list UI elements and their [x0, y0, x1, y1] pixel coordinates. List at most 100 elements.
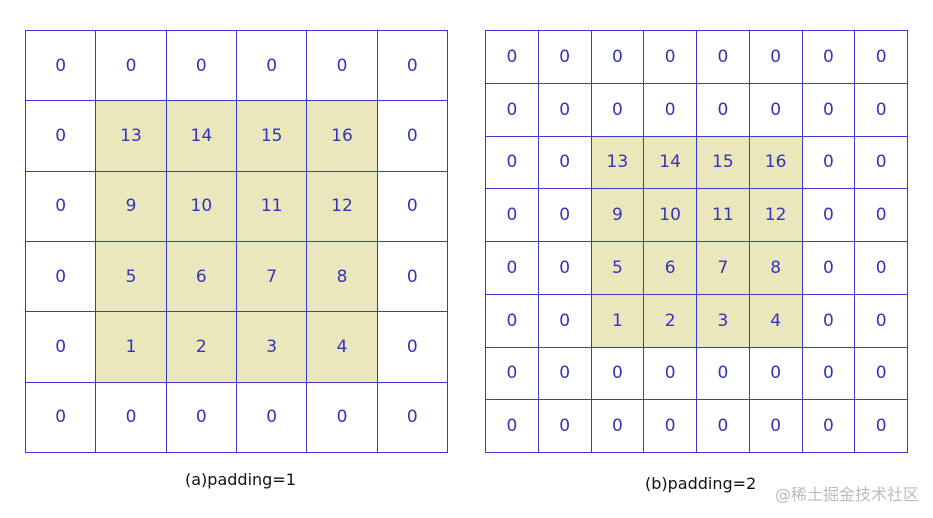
padding-cell: 0: [237, 382, 308, 453]
padding-cell: 0: [377, 171, 448, 242]
padding-cell: 0: [802, 347, 856, 401]
input-cell: 13: [96, 101, 167, 172]
padding-cell: 0: [377, 101, 448, 172]
padding-cell: 0: [486, 83, 539, 137]
padding-cell: 0: [486, 347, 539, 401]
padding-cell: 0: [486, 242, 539, 295]
padding-cell: 0: [697, 31, 750, 84]
padding-cell: 0: [749, 83, 803, 137]
padding-cell: 0: [591, 31, 645, 84]
padding-cell: 0: [591, 400, 645, 453]
input-cell: 3: [697, 294, 750, 348]
input-cell: 12: [749, 189, 803, 242]
padding-cell: 0: [802, 83, 856, 137]
padding-cell: 0: [855, 189, 908, 242]
input-cell: 15: [697, 136, 750, 190]
padding-cell: 0: [486, 294, 539, 348]
padding-cell: 0: [377, 31, 448, 102]
input-cell: 1: [96, 312, 167, 383]
padding-cell: 0: [307, 382, 378, 453]
input-cell: 15: [237, 101, 308, 172]
padding-cell: 0: [26, 101, 97, 172]
padding-cell: 0: [749, 347, 803, 401]
padding-cell: 0: [644, 347, 697, 401]
padding-cell: 0: [486, 136, 539, 190]
input-cell: 6: [644, 242, 697, 295]
input-cell: 11: [697, 189, 750, 242]
padding-cell: 0: [538, 294, 592, 348]
input-cell: 13: [591, 136, 645, 190]
padding-cell: 0: [26, 382, 97, 453]
padding-cell: 0: [855, 83, 908, 137]
padding-cell: 0: [855, 242, 908, 295]
input-cell: 5: [96, 242, 167, 313]
padding-cell: 0: [591, 347, 645, 401]
input-cell: 4: [307, 312, 378, 383]
padding-cell: 0: [802, 242, 856, 295]
padding-cell: 0: [855, 347, 908, 401]
padding-cell: 0: [802, 189, 856, 242]
input-cell: 5: [591, 242, 645, 295]
padding-cell: 0: [802, 294, 856, 348]
input-cell: 6: [166, 242, 237, 313]
caption-padding-2: (b)padding=2: [645, 474, 757, 493]
padding-cell: 0: [855, 136, 908, 190]
padding-cell: 0: [486, 31, 539, 84]
padding-cell: 0: [855, 31, 908, 84]
padding-cell: 0: [26, 312, 97, 383]
padding-cell: 0: [644, 400, 697, 453]
padding-cell: 0: [538, 83, 592, 137]
padding-cell: 0: [538, 347, 592, 401]
padding-cell: 0: [749, 400, 803, 453]
padding-cell: 0: [855, 294, 908, 348]
padding-cell: 0: [855, 400, 908, 453]
padding-cell: 0: [538, 400, 592, 453]
input-cell: 14: [644, 136, 697, 190]
input-cell: 16: [307, 101, 378, 172]
padding-cell: 0: [26, 31, 97, 102]
input-cell: 8: [749, 242, 803, 295]
input-cell: 3: [237, 312, 308, 383]
padding-cell: 0: [538, 136, 592, 190]
padding-cell: 0: [26, 171, 97, 242]
padding-cell: 0: [26, 242, 97, 313]
input-cell: 9: [591, 189, 645, 242]
padding-cell: 0: [166, 382, 237, 453]
padding-cell: 0: [377, 312, 448, 383]
input-cell: 16: [749, 136, 803, 190]
input-cell: 2: [166, 312, 237, 383]
input-cell: 4: [749, 294, 803, 348]
watermark: @稀土掘金技术社区: [774, 485, 919, 504]
input-cell: 11: [237, 171, 308, 242]
input-cell: 9: [96, 171, 167, 242]
padding-cell: 0: [96, 382, 167, 453]
input-cell: 10: [644, 189, 697, 242]
padding-cell: 0: [538, 242, 592, 295]
input-cell: 12: [307, 171, 378, 242]
padding-cell: 0: [591, 83, 645, 137]
caption-padding-1: (a)padding=1: [185, 470, 296, 489]
padding-cell: 0: [802, 136, 856, 190]
padding-cell: 0: [486, 189, 539, 242]
input-cell: 7: [237, 242, 308, 313]
padding-cell: 0: [166, 31, 237, 102]
padding-cell: 0: [538, 189, 592, 242]
input-cell: 7: [697, 242, 750, 295]
padding-cell: 0: [644, 31, 697, 84]
input-cell: 14: [166, 101, 237, 172]
padding-cell: 0: [697, 83, 750, 137]
padding-cell: 0: [697, 347, 750, 401]
input-cell: 1: [591, 294, 645, 348]
padding-cell: 0: [377, 382, 448, 453]
padding-cell: 0: [307, 31, 378, 102]
padding-cell: 0: [486, 400, 539, 453]
padding-cell: 0: [749, 31, 803, 84]
input-cell: 2: [644, 294, 697, 348]
padding-cell: 0: [96, 31, 167, 102]
padding-cell: 0: [802, 31, 856, 84]
input-cell: 10: [166, 171, 237, 242]
padding-cell: 0: [697, 400, 750, 453]
padding-cell: 0: [377, 242, 448, 313]
